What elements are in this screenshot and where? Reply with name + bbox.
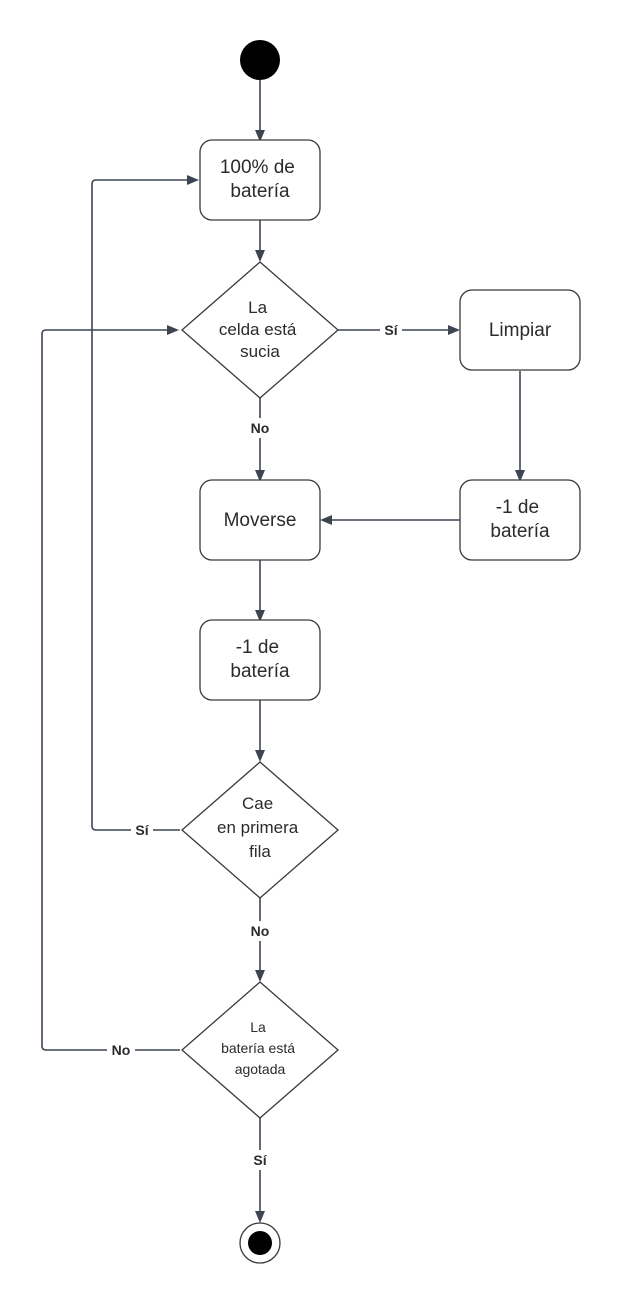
node-battery-minus-move: -1 de batería [199,619,321,701]
arrowhead [255,610,265,622]
edge-label-dirty-no: No [251,420,270,436]
arrowhead [320,515,332,525]
edge-label-empty-yes: Sí [253,1152,267,1168]
decision-first-row: Cae en primera fila [181,761,339,899]
node-clean-label: Limpiar [489,320,552,341]
arrowhead [255,1211,265,1223]
edge-label-first-row-no: No [251,923,270,939]
arrowhead [515,470,525,482]
node-battery-full: 100% de batería [199,139,321,221]
edge-battery-empty-loop-to-cell-dirty [41,329,180,1051]
decision-battery-empty: La batería está agotada [181,981,339,1119]
node-battery-minus-move-label: -1 de batería [230,637,290,682]
arrowhead [255,470,265,482]
node-battery-minus-clean: -1 de batería [459,479,581,561]
arrowhead [255,750,265,762]
node-move: Moverse [199,479,321,561]
decision-cell-dirty: La celda está sucia [181,261,339,399]
arrowhead [167,325,179,335]
node-move-label: Moverse [224,510,297,531]
edge-label-first-row-yes: Sí [135,822,149,838]
node-battery-full-label: 100% de batería [220,157,300,202]
node-clean: Limpiar [459,289,581,371]
arrowhead [187,175,199,185]
end-node [239,1222,281,1264]
arrowhead [448,325,460,335]
edges [41,80,525,1223]
node-battery-minus-clean-label: -1 de batería [490,497,550,542]
arrowhead [255,130,265,142]
start-node [240,40,280,80]
edge-labels: Sí No Sí No No Sí [107,320,402,1170]
arrowhead [255,970,265,982]
edge-first-row-loop-to-battery-full [91,179,188,831]
edge-label-empty-no: No [112,1042,131,1058]
arrowhead [255,250,265,262]
decision-cell-dirty-label: La celda está sucia [219,298,301,361]
decision-battery-empty-label: La batería está agotada [221,1019,299,1077]
edge-label-dirty-yes: Sí [384,322,398,338]
decision-first-row-label: Cae en primera fila [217,794,303,861]
